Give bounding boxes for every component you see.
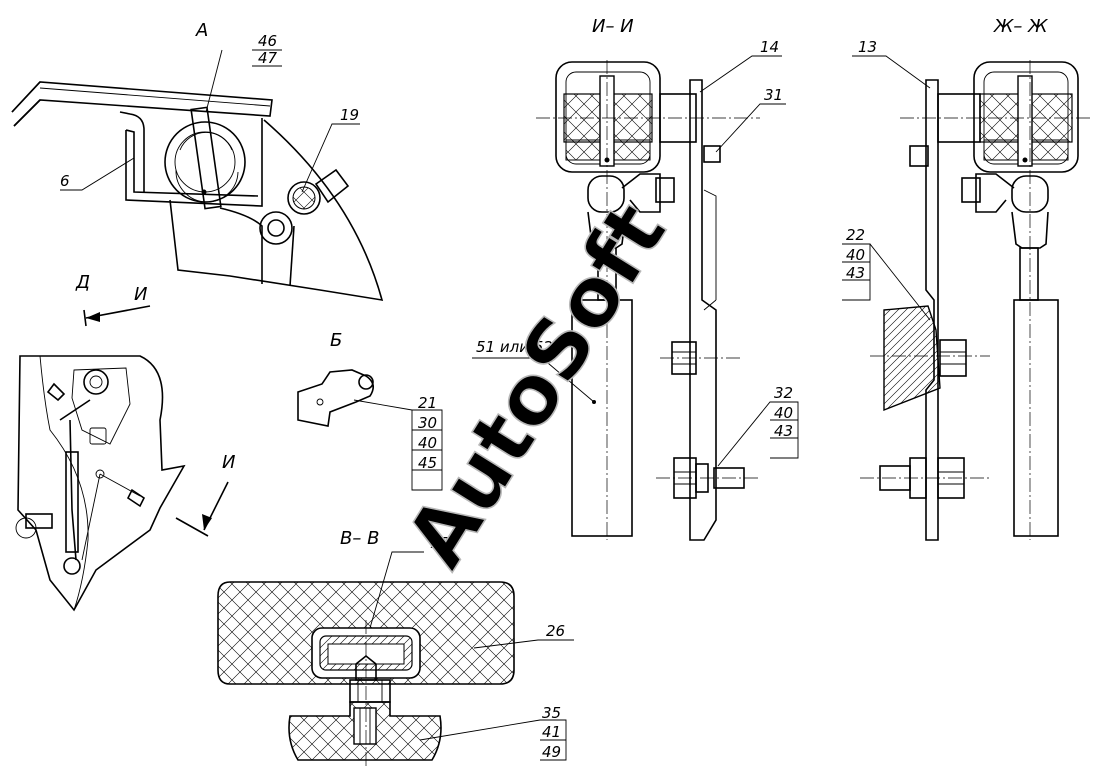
callout-47: 47 (258, 49, 278, 67)
callout-46: 46 (258, 32, 277, 50)
callout-26: 26 (546, 622, 565, 640)
callout-31: 31 (764, 86, 783, 104)
callout-22: 22 (846, 226, 865, 244)
view-a: А 46 47 6 19 (11, 20, 384, 301)
callout-40-zh: 40 (846, 246, 865, 264)
callout-43-i: 43 (774, 422, 793, 440)
callout-40-i: 40 (774, 404, 793, 422)
callout-40-b: 40 (418, 434, 437, 452)
callout-19: 19 (340, 106, 359, 124)
callout-6: 6 (60, 172, 70, 190)
section-zh-zh: Ж– Ж 13 22 40 (842, 16, 1092, 541)
callout-41: 41 (542, 723, 561, 741)
section-i-i: И– И 14 31 51 (472, 16, 799, 541)
callout-17: 17 (430, 534, 450, 552)
view-d-label: Д (75, 272, 90, 293)
cut-i-label-bottom: И (222, 452, 235, 473)
callout-30: 30 (418, 414, 437, 432)
view-b-label: Б (330, 330, 342, 351)
callout-51-or-52: 51 или 52 (476, 338, 553, 356)
callout-14: 14 (760, 38, 779, 56)
callout-49: 49 (542, 743, 561, 761)
callout-32: 32 (774, 384, 793, 402)
section-v-v-label: В– В (340, 528, 379, 549)
view-a-label: А (195, 20, 208, 41)
callout-13: 13 (858, 38, 877, 56)
section-v-v: В– В 17 26 35 41 49 (217, 528, 574, 768)
watermark-autosoft: AutoSoft (388, 187, 685, 583)
callout-21: 21 (418, 394, 437, 412)
section-i-i-label: И– И (592, 16, 634, 37)
callout-43-zh: 43 (846, 264, 865, 282)
view-b: Б 21 30 40 45 (297, 330, 443, 491)
cut-i-label-top: И (134, 284, 147, 305)
callout-35: 35 (542, 704, 561, 722)
section-zh-zh-label: Ж– Ж (993, 16, 1048, 37)
view-d: Д И И (15, 272, 235, 612)
callout-45: 45 (418, 454, 437, 472)
